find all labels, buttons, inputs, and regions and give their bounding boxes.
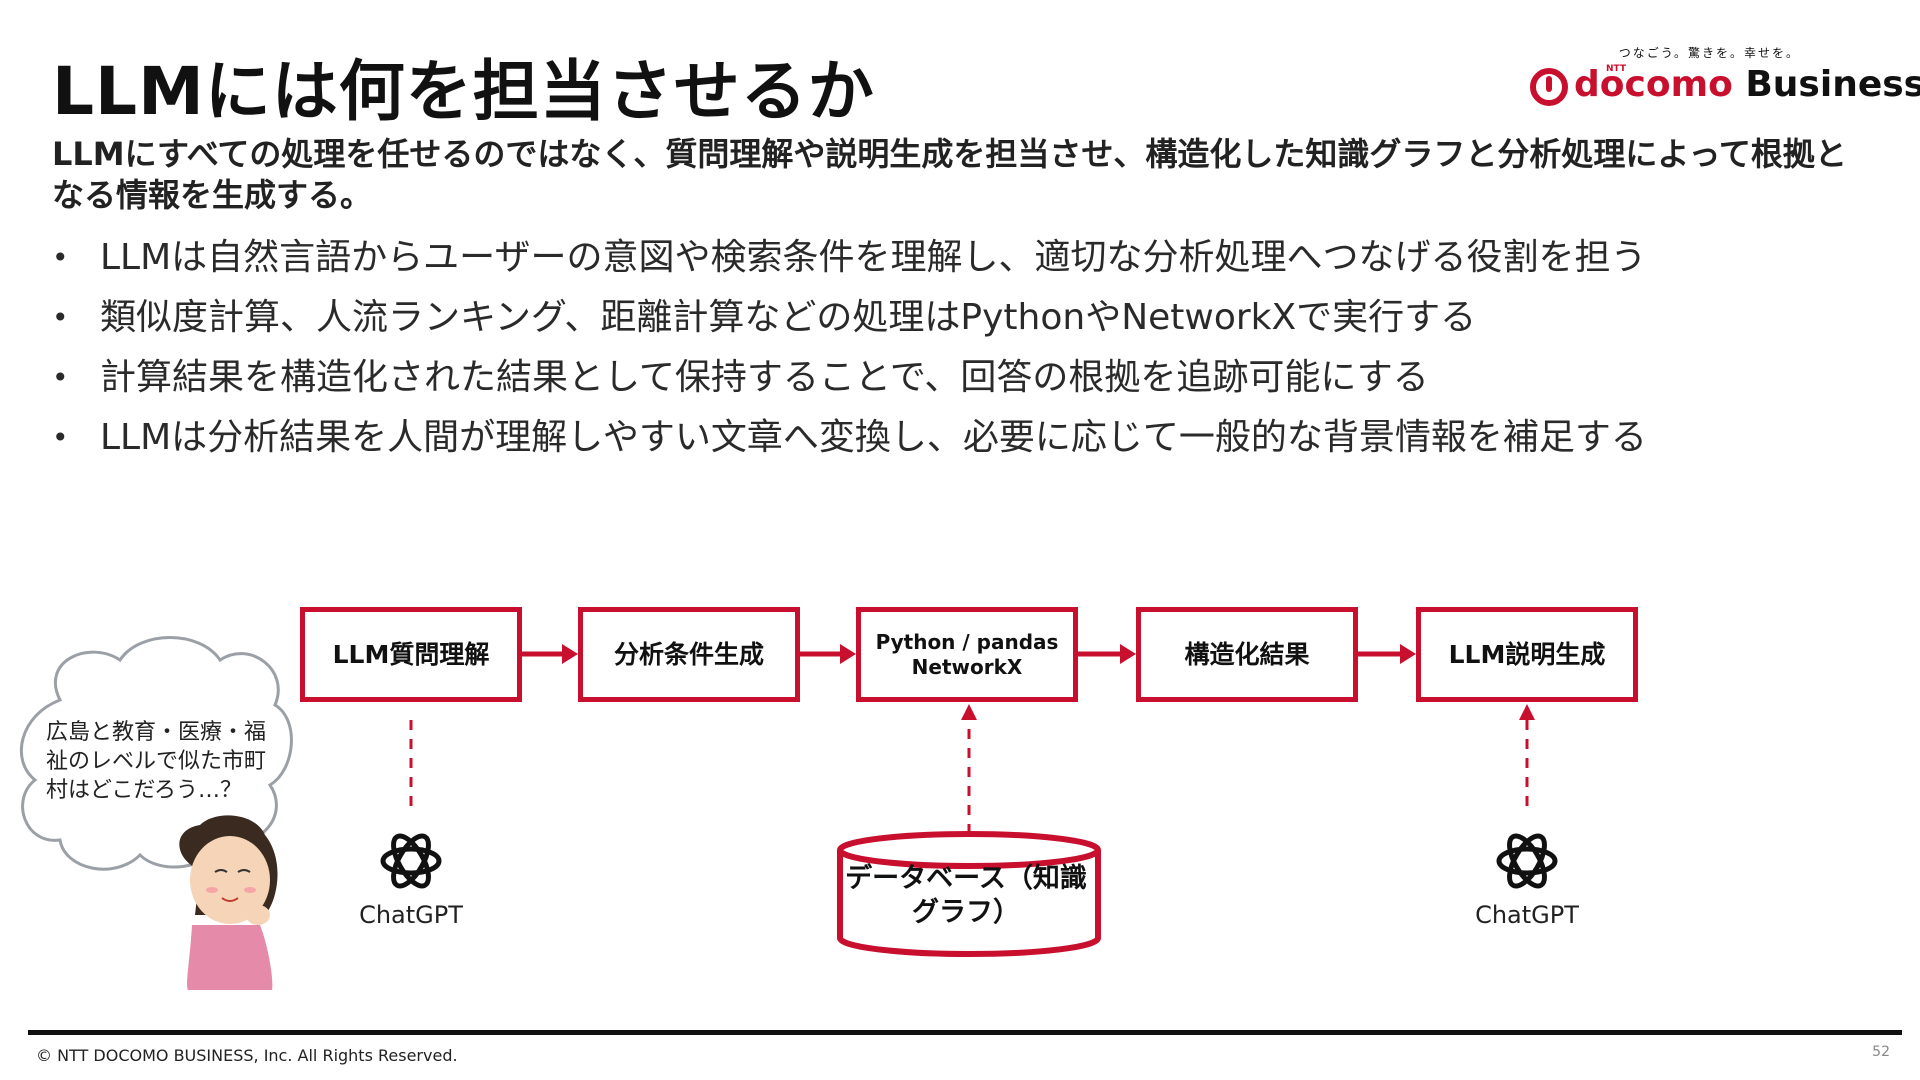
page-number: 52: [1872, 1044, 1890, 1060]
openai-icon: [1496, 833, 1558, 889]
bullet-item: 類似度計算、人流ランキング、距離計算などの処理はPythonやNetworkXで…: [52, 288, 1872, 348]
logo-tagline: つなごう。驚きを。幸せを。: [1618, 46, 1800, 60]
logo-ntt: NTT: [1606, 64, 1627, 74]
chatgpt-right: ChatGPT: [1457, 825, 1597, 929]
thought-bubble-text: 広島と教育・医療・福祉のレベルで似た市町村はどこだろう…？: [46, 720, 267, 803]
bullet-list: LLMは自然言語からユーザーの意図や検索条件を理解し、適切な分析処理へつなげる役…: [52, 228, 1872, 468]
logo-docomo: docomo: [1574, 64, 1733, 105]
flow-step-condition-generation: 分析条件生成: [578, 607, 800, 702]
flow-step-structured-result: 構造化結果: [1136, 607, 1358, 702]
logo-business: Business: [1732, 64, 1920, 105]
chatgpt-label: ChatGPT: [359, 901, 463, 929]
docomo-business-logo: つなごう。驚きを。幸せを。 NTT docomo Business: [1530, 40, 1920, 110]
footer-rule: [28, 1030, 1902, 1035]
chatgpt-left: ChatGPT: [341, 825, 481, 929]
database-label: データベース（知識グラフ）: [845, 863, 1087, 928]
person-illustration: [179, 815, 278, 990]
openai-icon: [380, 833, 442, 889]
bullet-item: 計算結果を構造化された結果として保持することで、回答の根拠を追跡可能にする: [52, 348, 1872, 408]
docomo-mark-icon: [1530, 68, 1568, 106]
copyright: © NTT DOCOMO BUSINESS, Inc. All Rights R…: [36, 1046, 458, 1065]
bullet-item: LLMは自然言語からユーザーの意図や検索条件を理解し、適切な分析処理へつなげる役…: [52, 228, 1872, 288]
flow-step-python-networkx: Python / pandas NetworkX: [856, 607, 1078, 702]
bullet-item: LLMは分析結果を人間が理解しやすい文章へ変換し、必要に応じて一般的な背景情報を…: [52, 408, 1872, 468]
lead-paragraph: LLMにすべての処理を任せるのではなく、質問理解や説明生成を担当させ、構造化した…: [52, 135, 1847, 214]
flow-step-llm-explanation: LLM説明生成: [1416, 607, 1638, 702]
up-arrowhead-right: [1519, 704, 1535, 720]
slide-title: LLMには何を担当させるか: [52, 53, 875, 130]
flow-step-llm-understanding: LLM質問理解: [300, 607, 522, 702]
up-arrowhead-middle: [961, 704, 977, 720]
chatgpt-label: ChatGPT: [1475, 901, 1579, 929]
dashed-connectors: [409, 710, 1529, 832]
logo-brand: docomo Business: [1574, 64, 1920, 105]
